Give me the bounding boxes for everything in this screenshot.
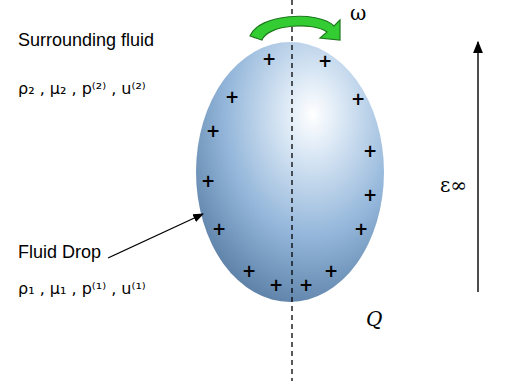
charge-sign: + [206, 122, 220, 142]
property-list: ρ₂ , μ₂ , p⁽²⁾ , u⁽²⁾ [18, 80, 146, 98]
rotation-arrow [250, 16, 340, 40]
charge-sign: + [299, 276, 313, 296]
charge-sign: + [269, 276, 283, 296]
charge-sign: + [262, 50, 276, 70]
fluid-drop-sphere [196, 42, 384, 302]
rotation-symbol: ω [350, 2, 366, 25]
charge-sign: + [363, 142, 377, 162]
field-arrow [477, 42, 478, 292]
charge-sign: + [363, 186, 377, 206]
charge-sign: + [351, 90, 365, 110]
charge-symbol: Q [366, 308, 382, 331]
property-list: ρ₁ , μ₁ , p⁽¹⁾ , u⁽¹⁾ [18, 280, 146, 298]
charge-sign: + [212, 220, 226, 240]
leader-line [108, 214, 203, 258]
charge-sign: + [225, 88, 239, 108]
charge-sign: + [354, 220, 368, 240]
field-symbol: ε∞ [440, 174, 467, 197]
region-label: Surrounding fluid [18, 30, 154, 51]
rotation-axis [291, 0, 292, 381]
charge-sign: + [324, 262, 338, 282]
charge-sign: + [318, 52, 332, 72]
charge-sign: + [201, 172, 215, 192]
region-label: Fluid Drop [18, 242, 101, 263]
charge-sign: + [242, 262, 256, 282]
